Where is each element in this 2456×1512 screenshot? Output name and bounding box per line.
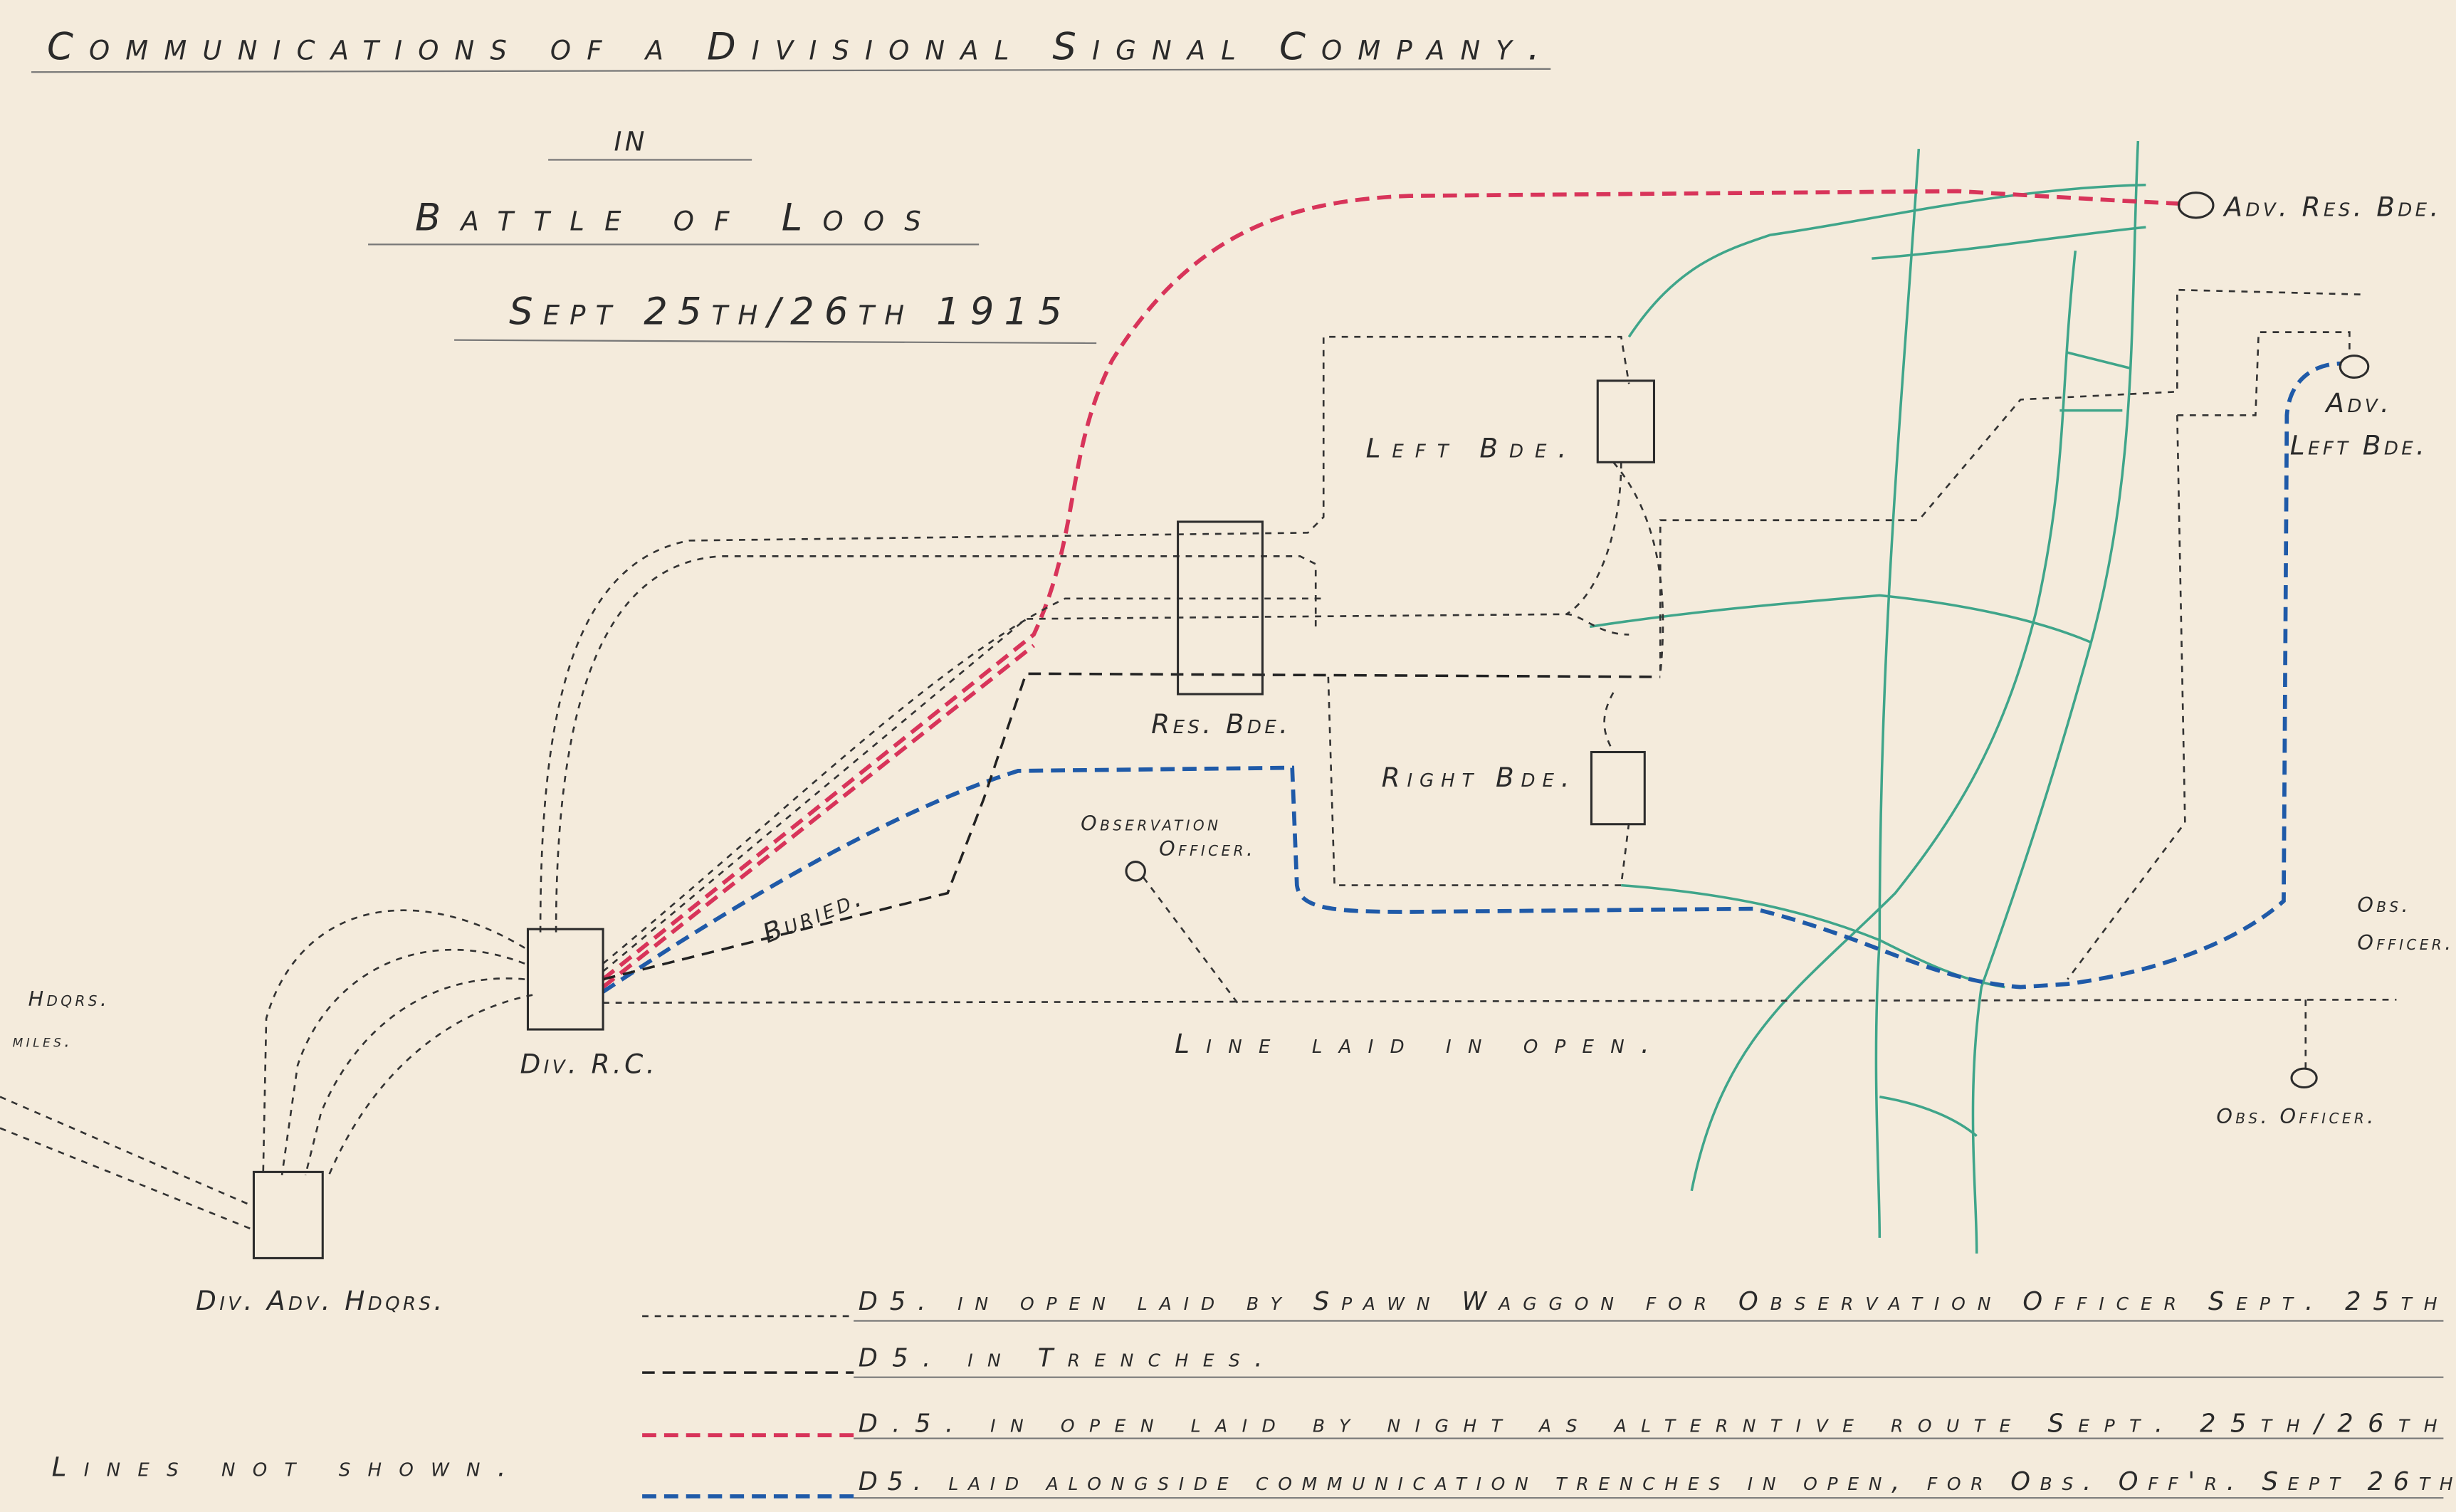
legend-text-open: D5. in open laid by Spawn Waggon for Obs… xyxy=(859,1287,2440,1316)
label-adv-left-bde: Left Bde. xyxy=(2290,429,2428,461)
left-bde-box xyxy=(1596,379,1656,463)
observation-officer-node xyxy=(1125,861,1146,882)
label-obs-officer-right: Officer. xyxy=(2357,930,2454,955)
label-obs-officer-bottom: Obs. Officer. xyxy=(2216,1104,2376,1128)
legend-text-trenches: D5. in Trenches. xyxy=(859,1343,1266,1372)
trench-lines xyxy=(1589,141,2146,1254)
label-left-bde: Left Bde. xyxy=(1366,433,1570,464)
label-res-bde: Res. Bde. xyxy=(1151,708,1291,740)
divider xyxy=(454,339,1097,345)
red-route-line xyxy=(602,189,2181,981)
title-line-4: Sept 25th/26th 1915 xyxy=(509,290,1065,334)
adv-res-bde-node xyxy=(2178,191,2215,219)
title-underline xyxy=(31,68,1551,73)
title-line-2: in xyxy=(614,116,648,159)
div-rc-box xyxy=(526,928,604,1031)
label-observation-officer: Officer. xyxy=(1159,836,1256,861)
label-lines-not-shown: Lines not shown. xyxy=(52,1451,509,1482)
label-miles: miles. xyxy=(13,1031,73,1051)
div-adv-hdqrs-box xyxy=(252,1170,324,1259)
adv-left-bde-node xyxy=(2339,355,2370,379)
label-observation-officer: Observation xyxy=(1081,812,1221,836)
red-route-line xyxy=(602,644,1035,989)
label-hdqrs: Hdqrs. xyxy=(28,987,110,1011)
legend-text-blue: D5. laid alongside communication trenche… xyxy=(859,1467,2456,1496)
legend: D5. in open laid by Spawn Waggon for Obs… xyxy=(642,1287,2456,1499)
res-bde-box xyxy=(1177,520,1264,695)
right-bde-box xyxy=(1590,750,1646,826)
obs-officer-node xyxy=(2290,1067,2318,1089)
label-buried: Buried. xyxy=(758,881,868,950)
label-div-adv-hdqrs: Div. Adv. Hdqrs. xyxy=(196,1285,446,1316)
label-adv-res-bde: Adv. Res. Bde. xyxy=(2223,191,2441,223)
title-line-1: Communications of a Divisional Signal Co… xyxy=(47,26,1543,69)
label-right-bde: Right Bde. xyxy=(1382,762,1573,793)
legend-text-red: D.5. in open laid by night as alterntive… xyxy=(859,1409,2440,1439)
title-line-3: Battle of Loos xyxy=(415,196,924,240)
blue-route-line xyxy=(602,361,2342,994)
label-adv-left-bde: Adv. xyxy=(2324,387,2392,419)
label-obs-officer-right: Obs. xyxy=(2357,893,2411,917)
trench-routes xyxy=(0,288,2397,1232)
label-div-rc: Div. R.C. xyxy=(520,1049,658,1080)
label-line-laid-in-open: Line laid in open. xyxy=(1175,1028,1652,1059)
